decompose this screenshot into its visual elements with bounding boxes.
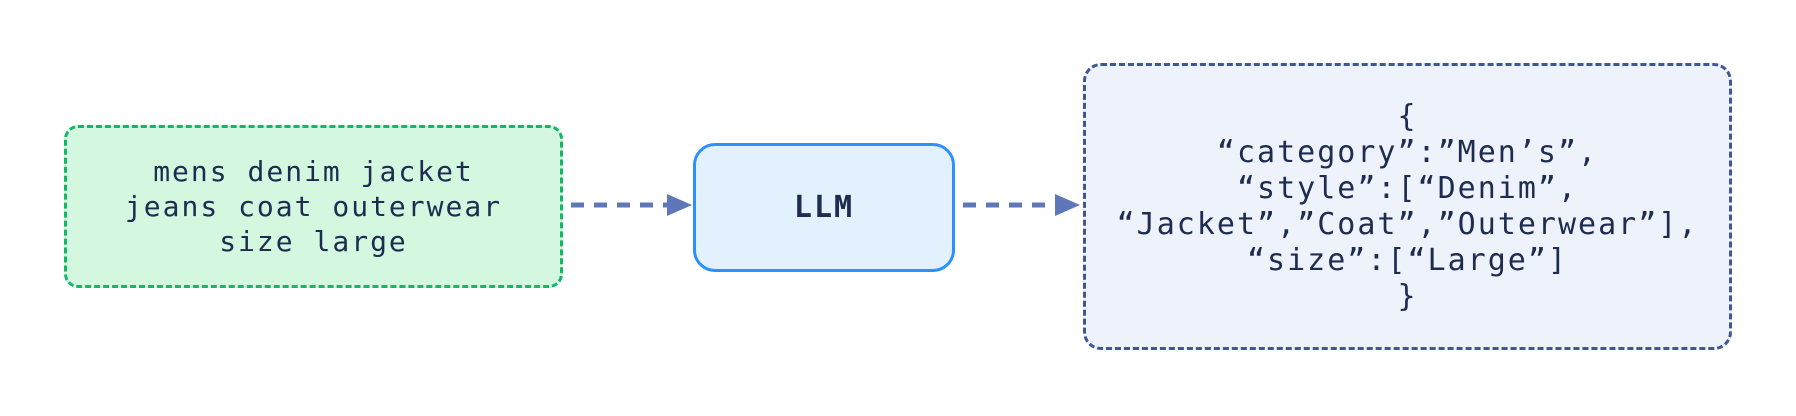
output-json-line: {	[1397, 98, 1418, 134]
arrow-input-to-llm-icon	[571, 194, 692, 216]
input-query-box: mens denim jacket jeans coat outerwear s…	[64, 125, 563, 288]
output-json-line: “style”:[“Denim”,	[1236, 170, 1579, 206]
llm-node: LLM	[693, 143, 955, 272]
arrow-llm-to-output-icon	[963, 194, 1080, 216]
input-query-line: jeans coat outerwear	[124, 190, 503, 223]
llm-node-label: LLM	[793, 190, 855, 225]
input-query-line: mens denim jacket	[153, 155, 474, 188]
output-json-box: { “category”:”Men’s”, “style”:[“Denim”, …	[1083, 63, 1732, 350]
output-json-line: “Jacket”,”Coat”,”Outerwear”],	[1116, 206, 1699, 242]
output-json-line: “size”:[“Large”]	[1247, 242, 1568, 278]
output-json-line: “category”:”Men’s”,	[1216, 134, 1599, 170]
output-json-line: }	[1397, 278, 1418, 314]
input-query-line: size large	[219, 225, 408, 258]
